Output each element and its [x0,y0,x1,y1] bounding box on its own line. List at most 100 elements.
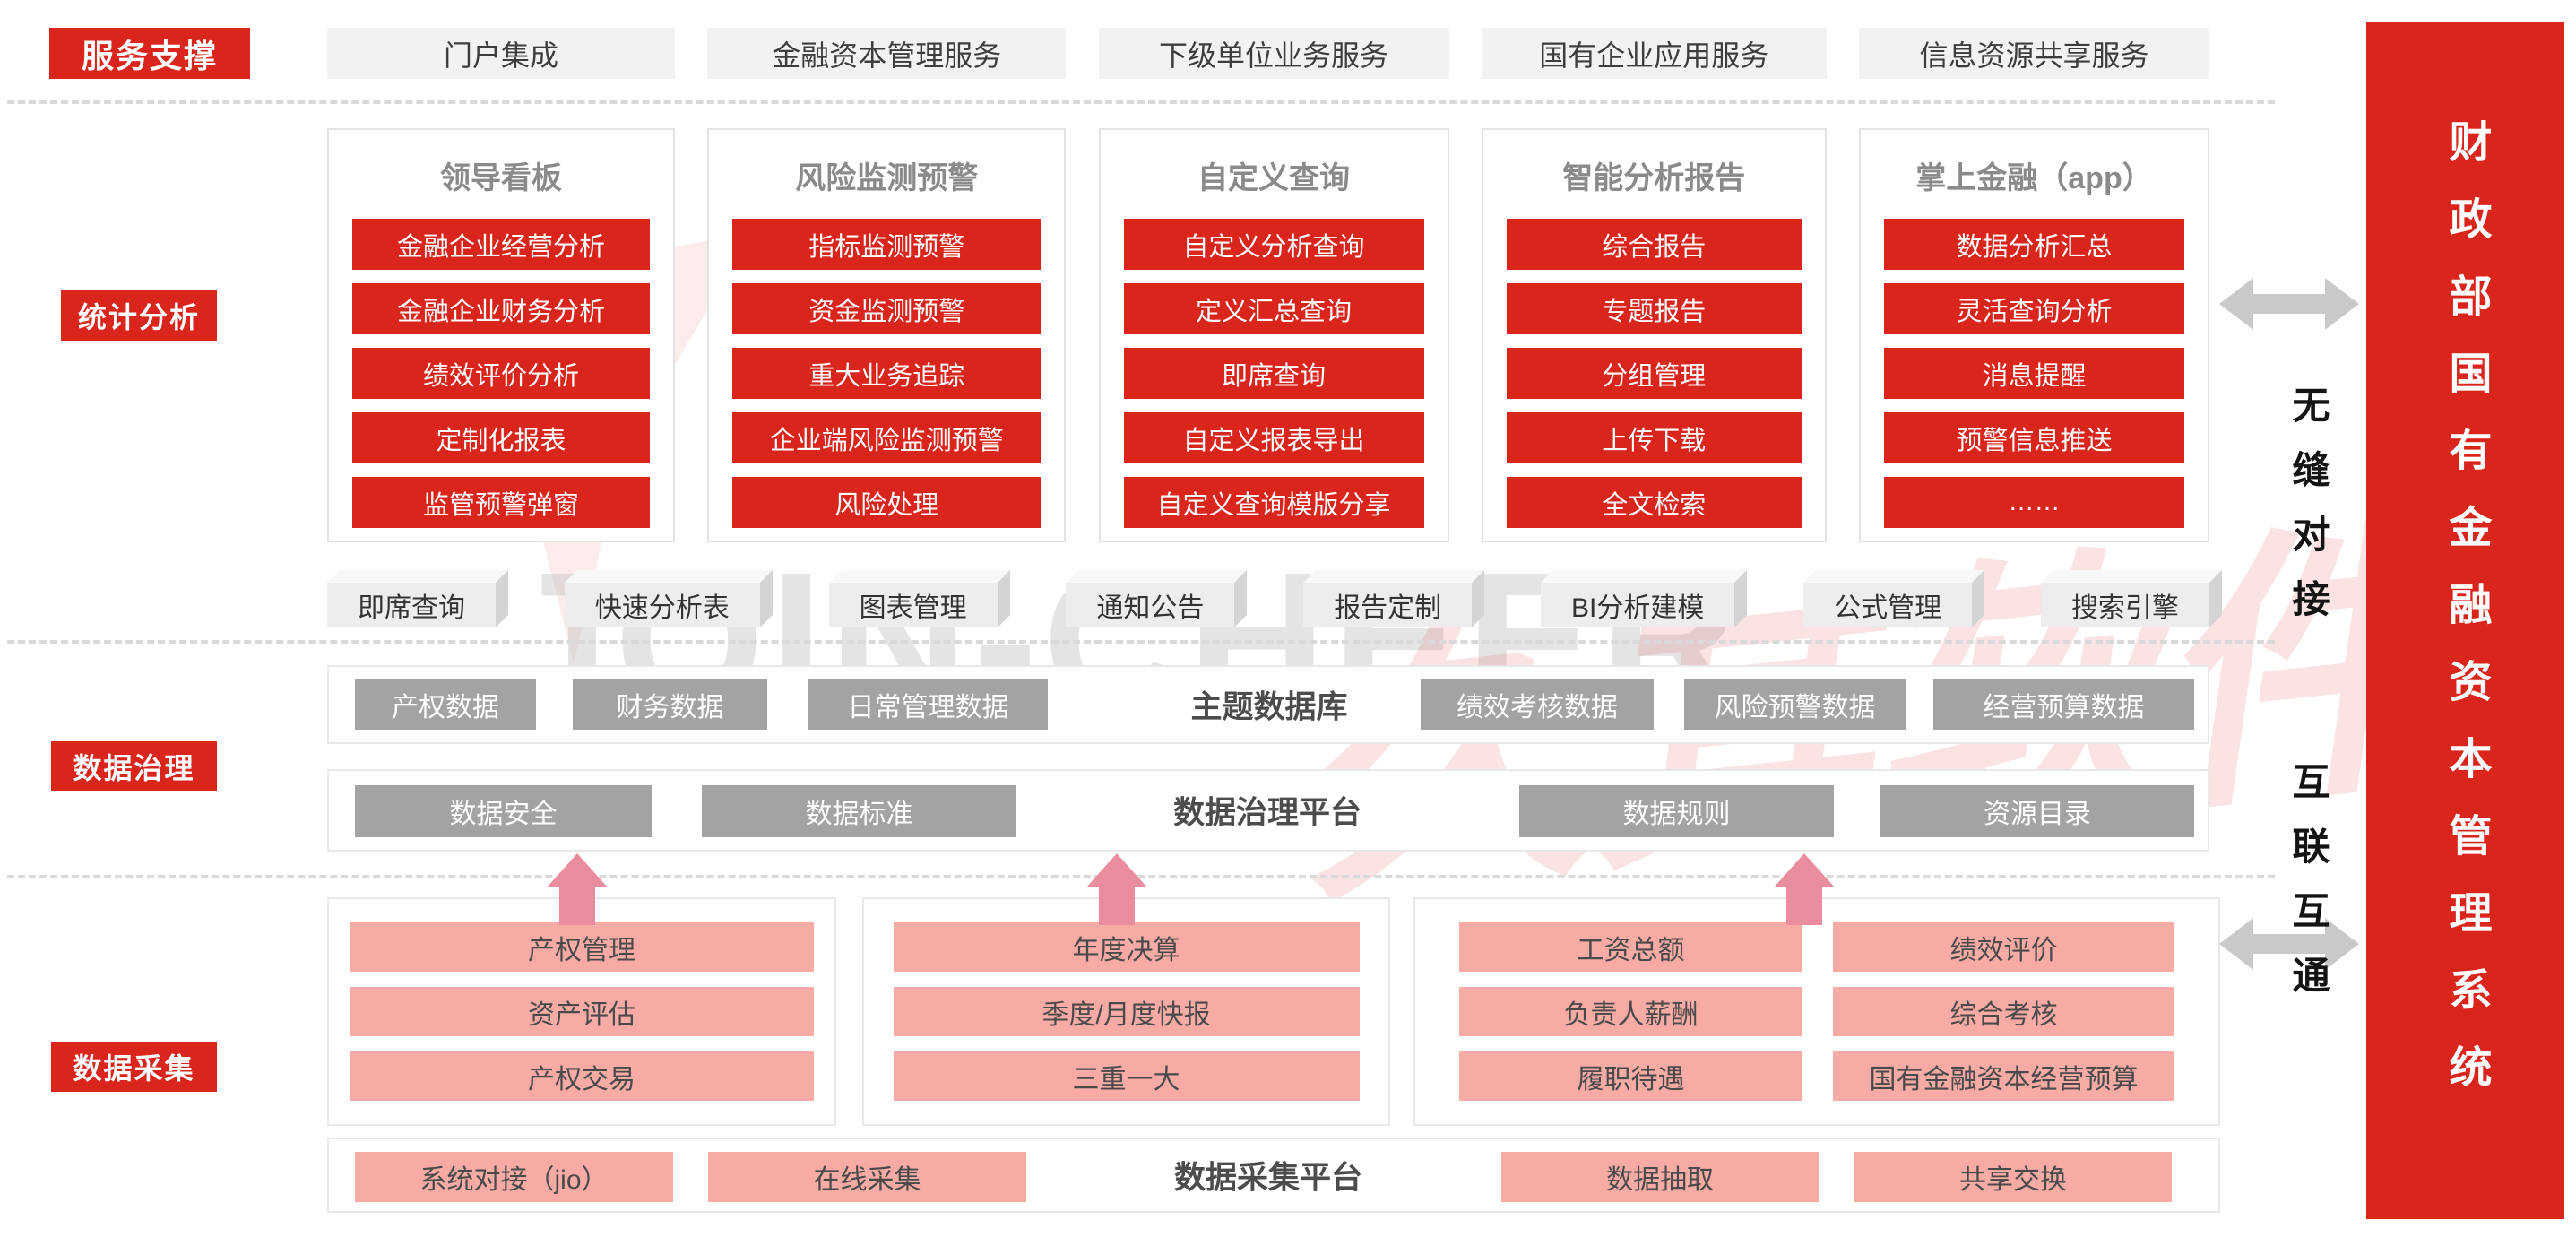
service-box: 门户集成 [327,28,675,79]
panel-title: 领导看板 [440,161,562,195]
tool-box: 通知公告 [1066,583,1235,627]
collection-item: 国有金融资本经营预算 [1833,1051,2174,1101]
panel-title: 智能分析报告 [1562,161,1746,195]
feature-item: 消息提醒 [1884,348,2184,399]
data-governance-platform-title: 数据治理平台 [1172,795,1362,831]
theme-database-row: 产权数据 财务数据 日常管理数据 主题数据库 绩效考核数据 风险预警数据 经营预… [327,665,2209,744]
panel-risk-monitoring: 风险监测预警 指标监测预警 资金监测预警 重大业务追踪 企业端风险监测预警 风险… [707,128,1067,542]
service-box: 下级单位业务服务 [1098,28,1449,79]
up-arrow-icon [1086,853,1147,925]
collection-group-reporting: 年度决算 季度/月度快报 三重一大 [862,897,1390,1126]
data-box: 财务数据 [573,679,767,730]
feature-item: 分组管理 [1506,348,1802,399]
platform-box: 数据规则 [1519,785,1834,837]
section-label-data-collection: 数据采集 [51,1042,217,1092]
feature-item: 监管预警弹窗 [352,477,650,528]
panel-smart-reports: 智能分析报告 综合报告 专题报告 分组管理 上传下载 全文检索 [1481,128,1827,542]
feature-item: 综合报告 [1506,219,1802,270]
section-label-statistical-analysis: 统计分析 [61,290,217,341]
collection-item: 综合考核 [1833,987,2174,1036]
feature-item: 风险处理 [732,477,1042,528]
platform-box: 资源目录 [1880,785,2194,837]
data-box: 日常管理数据 [808,679,1048,730]
tool-box: BI分析建模 [1540,583,1735,627]
feature-item: 自定义报表导出 [1123,412,1424,463]
feature-item: 金融企业经营分析 [352,219,650,270]
data-collection-platform-row: 系统对接（jio） 在线采集 数据采集平台 数据抽取 共享交换 [327,1138,2220,1213]
collection-item: 年度决算 [893,922,1360,972]
data-box: 产权数据 [355,679,536,730]
tool-label: 即席查询 [358,593,465,623]
data-box: 经营预算数据 [1933,679,2194,730]
feature-item: 即席查询 [1123,348,1424,399]
service-box: 国有企业应用服务 [1481,28,1827,79]
data-collection-platform-title: 数据采集平台 [1173,1160,1363,1196]
data-governance-platform-row: 数据安全 数据标准 数据治理平台 数据规则 资源目录 [327,769,2209,852]
panel-custom-query: 自定义查询 自定义分析查询 定义汇总查询 即席查询 自定义报表导出 自定义查询模… [1098,128,1449,542]
platform-box: 数据标准 [702,785,1016,837]
collection-item: 绩效评价 [1833,922,2174,972]
statistical-analysis-columns: 领导看板 金融企业经营分析 金融企业财务分析 绩效评价分析 定制化报表 监管预警… [327,128,2209,542]
feature-item: 专题报告 [1506,283,1802,334]
collection-item: 负责人薪酬 [1459,987,1802,1036]
tool-box: 即席查询 [327,583,496,627]
collection-item: 季度/月度快报 [893,987,1360,1036]
panel-title: 自定义查询 [1197,161,1350,195]
panel-title: 掌上金融（app） [1915,161,2153,195]
data-box: 绩效考核数据 [1421,679,1654,730]
feature-item: 自定义分析查询 [1123,219,1424,270]
section-label-service-support: 服务支撑 [49,28,250,79]
feature-item: 定制化报表 [352,412,650,463]
mof-system-title: 财政部国有金融资本管理系统 [2442,119,2490,1121]
tool-box: 公式管理 [1803,583,1973,627]
section-label-data-governance: 数据治理 [51,741,217,791]
tool-label: 搜索引擎 [2070,593,2179,623]
feature-item: 绩效评价分析 [352,348,650,399]
feature-item: 定义汇总查询 [1123,283,1424,334]
tool-label: BI分析建模 [1570,593,1705,623]
feature-item: …… [1884,477,2184,528]
feature-item: 指标监测预警 [732,219,1042,270]
dashed-separator [7,100,2275,104]
tool-label: 公式管理 [1834,593,1942,623]
panel-title: 风险监测预警 [795,161,979,195]
tool-box: 报告定制 [1303,583,1473,627]
tool-label: 图表管理 [859,593,967,623]
service-support-row: 门户集成 金融资本管理服务 下级单位业务服务 国有企业应用服务 信息资源共享服务 [327,28,2209,79]
tool-label: 快速分析表 [594,593,730,623]
up-arrow-icon [1774,853,1835,925]
collection-item: 产权交易 [350,1051,814,1101]
feature-item: 数据分析汇总 [1884,219,2184,270]
feature-item: 上传下载 [1506,412,1802,463]
interconnect-label: 互联互通 [2287,762,2330,1020]
tool-label: 通知公告 [1096,593,1205,623]
platform-box: 数据安全 [355,785,652,837]
data-box: 风险预警数据 [1684,679,1906,730]
feature-item: 金融企业财务分析 [352,283,650,334]
service-box: 金融资本管理服务 [707,28,1067,79]
feature-item: 自定义查询模版分享 [1123,477,1424,528]
dashed-separator [7,640,2275,644]
collection-item: 资产评估 [350,987,814,1036]
panel-mobile-finance-app: 掌上金融（app） 数据分析汇总 灵活查询分析 消息提醒 预警信息推送 …… [1859,128,2209,542]
analysis-tools-row: 即席查询 快速分析表 图表管理 通知公告 报告定制 BI分析建模 公式管理 搜索… [327,583,2209,627]
tool-label: 报告定制 [1334,593,1442,623]
platform-box: 共享交换 [1854,1152,2172,1202]
seamless-connect-label: 无缝对接 [2287,385,2330,644]
feature-item: 企业端风险监测预警 [732,412,1042,463]
feature-item: 灵活查询分析 [1884,283,2184,334]
platform-box: 数据抽取 [1501,1152,1819,1202]
platform-box: 在线采集 [708,1152,1026,1202]
collection-group-property: 产权管理 资产评估 产权交易 [327,897,836,1126]
tool-box: 图表管理 [828,583,998,627]
collection-item: 履职待遇 [1459,1051,1802,1101]
platform-box: 系统对接（jio） [355,1152,673,1202]
tool-box: 快速分析表 [564,583,760,627]
collection-group-salary-performance: 工资总额 绩效评价 负责人薪酬 综合考核 履职待遇 国有金融资本经营预算 [1413,897,2220,1126]
panel-leader-dashboard: 领导看板 金融企业经营分析 金融企业财务分析 绩效评价分析 定制化报表 监管预警… [327,128,675,542]
service-box: 信息资源共享服务 [1859,28,2209,79]
feature-item: 全文检索 [1506,477,1802,528]
tool-box: 搜索引擎 [2040,583,2209,627]
feature-item: 预警信息推送 [1884,412,2184,463]
